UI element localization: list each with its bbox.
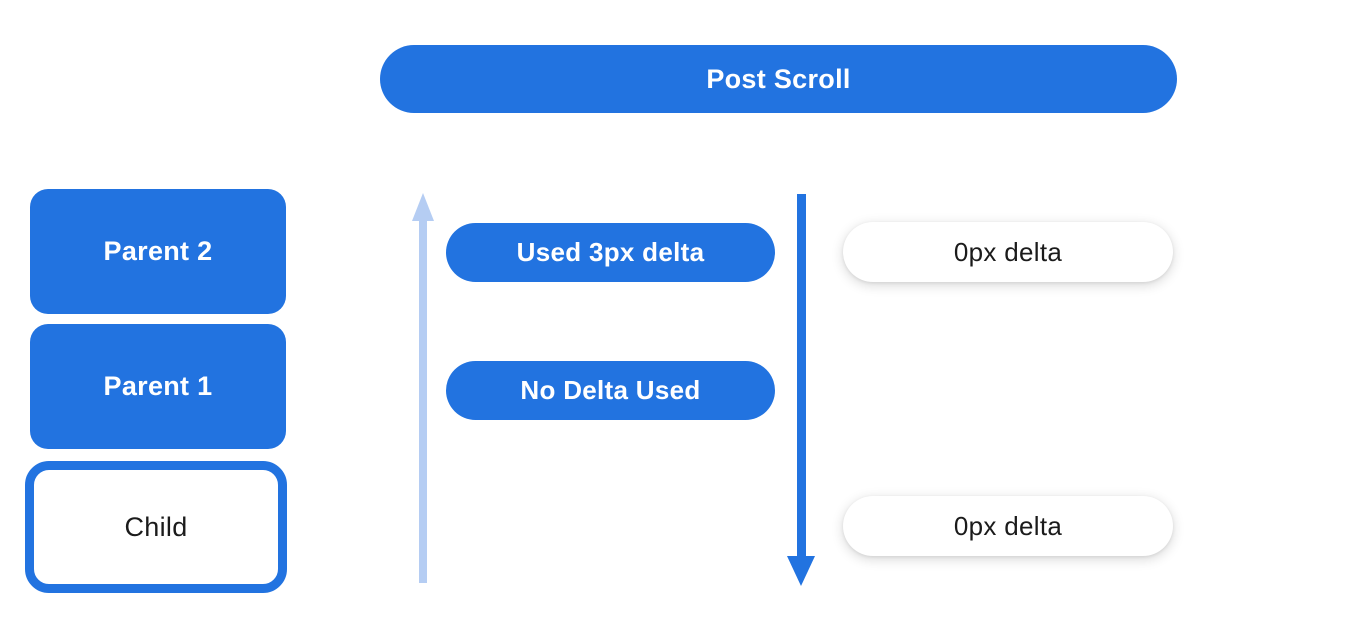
- result-used-delta: Used 3px delta: [446, 223, 775, 282]
- node-parent-1: Parent 1: [30, 324, 286, 449]
- post-scroll-header-label: Post Scroll: [706, 63, 851, 94]
- node-parent-2: Parent 2: [30, 189, 286, 314]
- result-zero-delta-top: 0px delta: [843, 222, 1173, 282]
- result-zero-delta-bottom: 0px delta: [843, 496, 1173, 556]
- up-arrow-icon: [412, 193, 434, 583]
- result-no-delta-label: No Delta Used: [520, 375, 701, 405]
- node-parent-2-label: Parent 2: [103, 236, 213, 266]
- node-child: Child: [25, 461, 287, 593]
- node-parent-1-label: Parent 1: [103, 371, 213, 401]
- result-used-delta-label: Used 3px delta: [516, 237, 705, 267]
- result-no-delta: No Delta Used: [446, 361, 775, 420]
- result-zero-delta-top-label: 0px delta: [953, 236, 1063, 267]
- down-arrow-icon: [787, 194, 815, 586]
- node-child-label: Child: [124, 511, 188, 542]
- result-zero-delta-bottom-label: 0px delta: [953, 510, 1063, 541]
- post-scroll-header: Post Scroll: [380, 45, 1177, 113]
